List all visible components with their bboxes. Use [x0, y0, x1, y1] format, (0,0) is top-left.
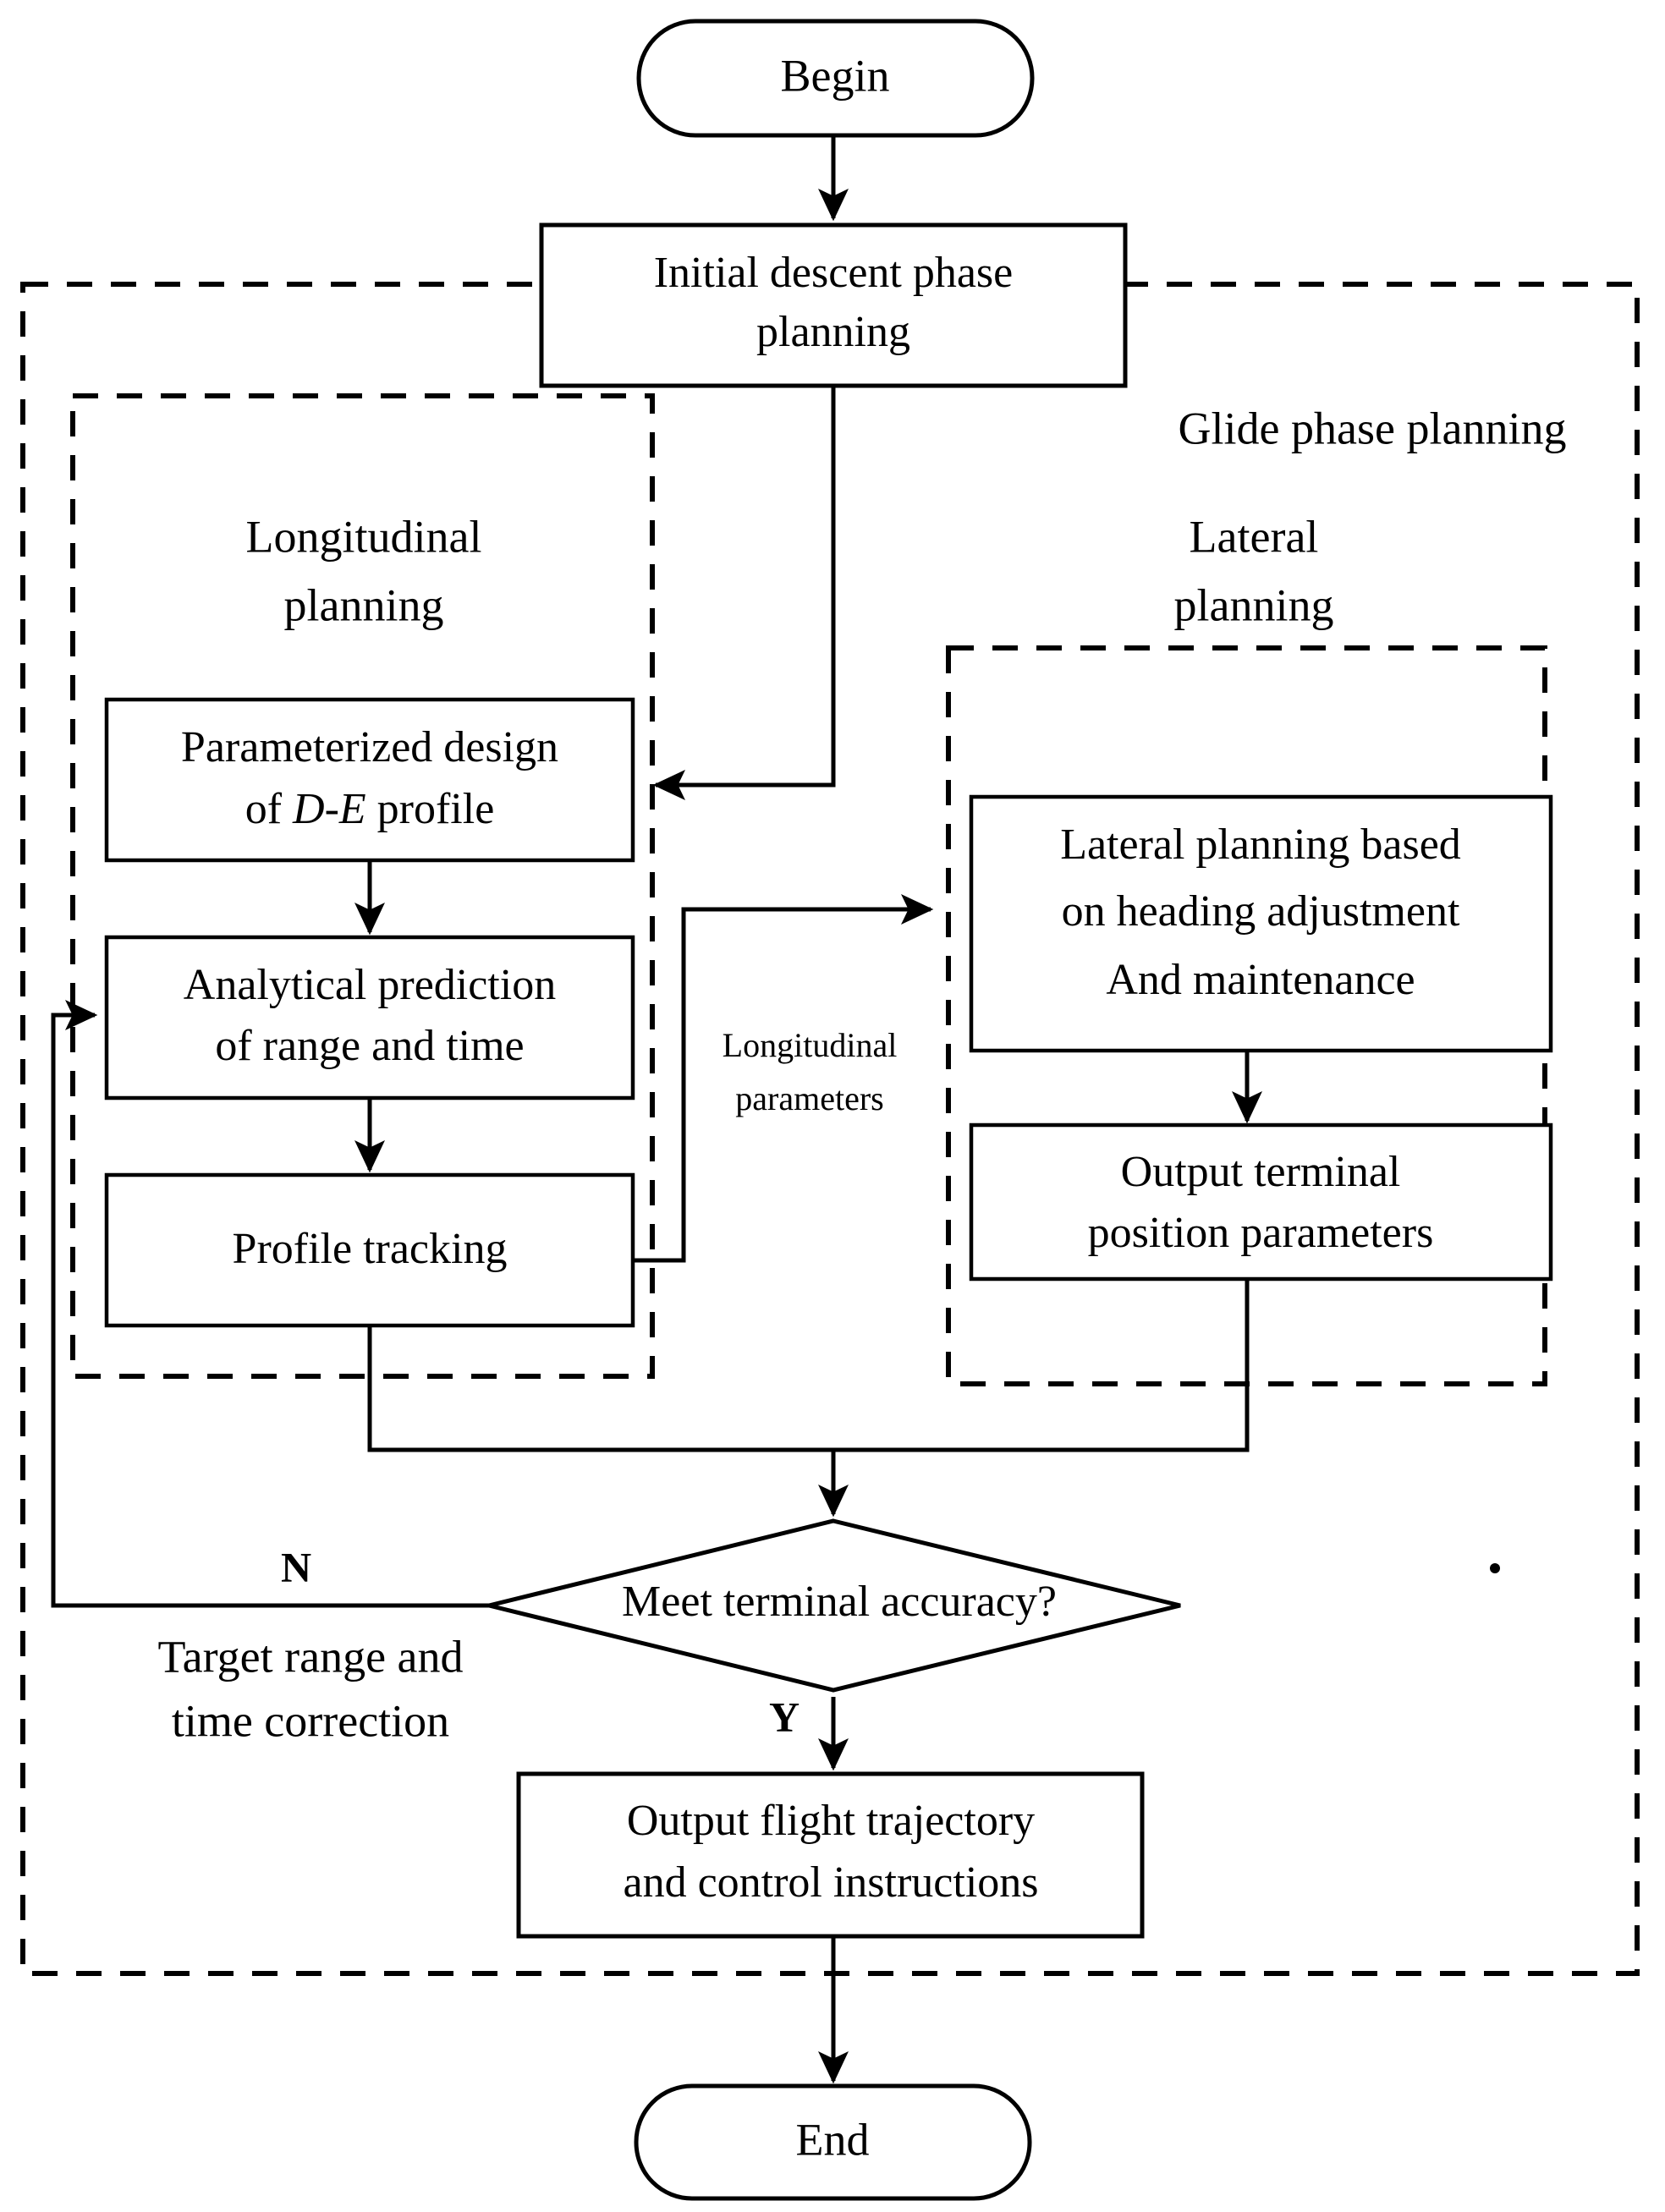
node-profile-tracking-label: Profile tracking	[233, 1225, 508, 1273]
node-parameterized-design-line2: of D-E profile	[245, 785, 495, 833]
node-parameterized-design	[104, 697, 635, 863]
edge-label-branch-yes: Y	[769, 1693, 800, 1740]
node-initial-descent-line2: planning	[756, 308, 910, 356]
node-output-flight-line1: Output flight trajectory	[627, 1797, 1035, 1845]
terminal-begin-label: Begin	[781, 50, 890, 101]
node-lateral-planning-line1: Lateral planning based	[1060, 821, 1461, 869]
edge-label-correction-line1: Target range and	[157, 1631, 463, 1682]
node-output-flight-line2: and control instructions	[623, 1858, 1038, 1907]
group-lateral-label-line1: Lateral	[1190, 511, 1319, 562]
node-output-terminal-position	[969, 1122, 1553, 1282]
node-lateral-planning-line2: on heading adjustment	[1062, 887, 1460, 936]
parameterized-line2-post: profile	[366, 785, 495, 833]
edge-profile-tracking-to-lateral-planning	[628, 894, 934, 1263]
edge-label-longitudinal-parameters-line1: Longitudinal	[723, 1026, 898, 1064]
terminal-end-label: End	[796, 2114, 870, 2165]
group-lateral-label-line2: planning	[1174, 579, 1334, 630]
node-lateral-planning-heading	[969, 794, 1553, 1053]
group-longitudinal-label-line1: Longitudinal	[246, 511, 482, 562]
edge-output-terminal-to-decision	[833, 1278, 1250, 1452]
node-output-terminal-line1: Output terminal	[1121, 1148, 1401, 1196]
edge-label-branch-no: N	[281, 1543, 311, 1590]
node-output-terminal-line2: position parameters	[1088, 1209, 1434, 1257]
node-analytical-prediction-line2: of range and time	[215, 1022, 524, 1070]
node-initial-descent-phase-planning	[539, 222, 1128, 388]
edge-profile-tracking-to-decision	[367, 1326, 833, 1452]
decision-meet-terminal-accuracy	[488, 1518, 1181, 1693]
node-lateral-planning-line3: And maintenance	[1106, 956, 1415, 1004]
edge-initial-descent-to-parameterized-design	[652, 386, 836, 800]
node-analytical-prediction-line1: Analytical prediction	[184, 961, 556, 1009]
group-longitudinal-label-line2: planning	[284, 579, 444, 630]
terminal-begin	[636, 19, 1035, 138]
edge-label-longitudinal-parameters-line2: parameters	[735, 1079, 883, 1117]
node-profile-tracking	[104, 1172, 635, 1328]
edge-label-correction-line2: time correction	[172, 1695, 449, 1746]
terminal-end	[634, 2083, 1032, 2201]
group-glide-phase-label: Glide phase planning	[1179, 403, 1567, 453]
parameterized-line2-emphasis: D-E	[292, 785, 366, 833]
node-analytical-prediction	[104, 935, 635, 1101]
edge-decision-no-feedback	[51, 1000, 501, 1608]
node-initial-descent-line1: Initial descent phase	[654, 249, 1014, 297]
parameterized-line2-pre: of	[245, 785, 293, 833]
node-output-flight-trajectory	[516, 1771, 1145, 1939]
group-longitudinal-planning	[70, 393, 655, 1379]
stray-dot-artifact	[1490, 1563, 1500, 1573]
node-parameterized-design-line1: Parameterized design	[181, 723, 558, 771]
decision-label: Meet terminal accuracy?	[622, 1578, 1057, 1626]
